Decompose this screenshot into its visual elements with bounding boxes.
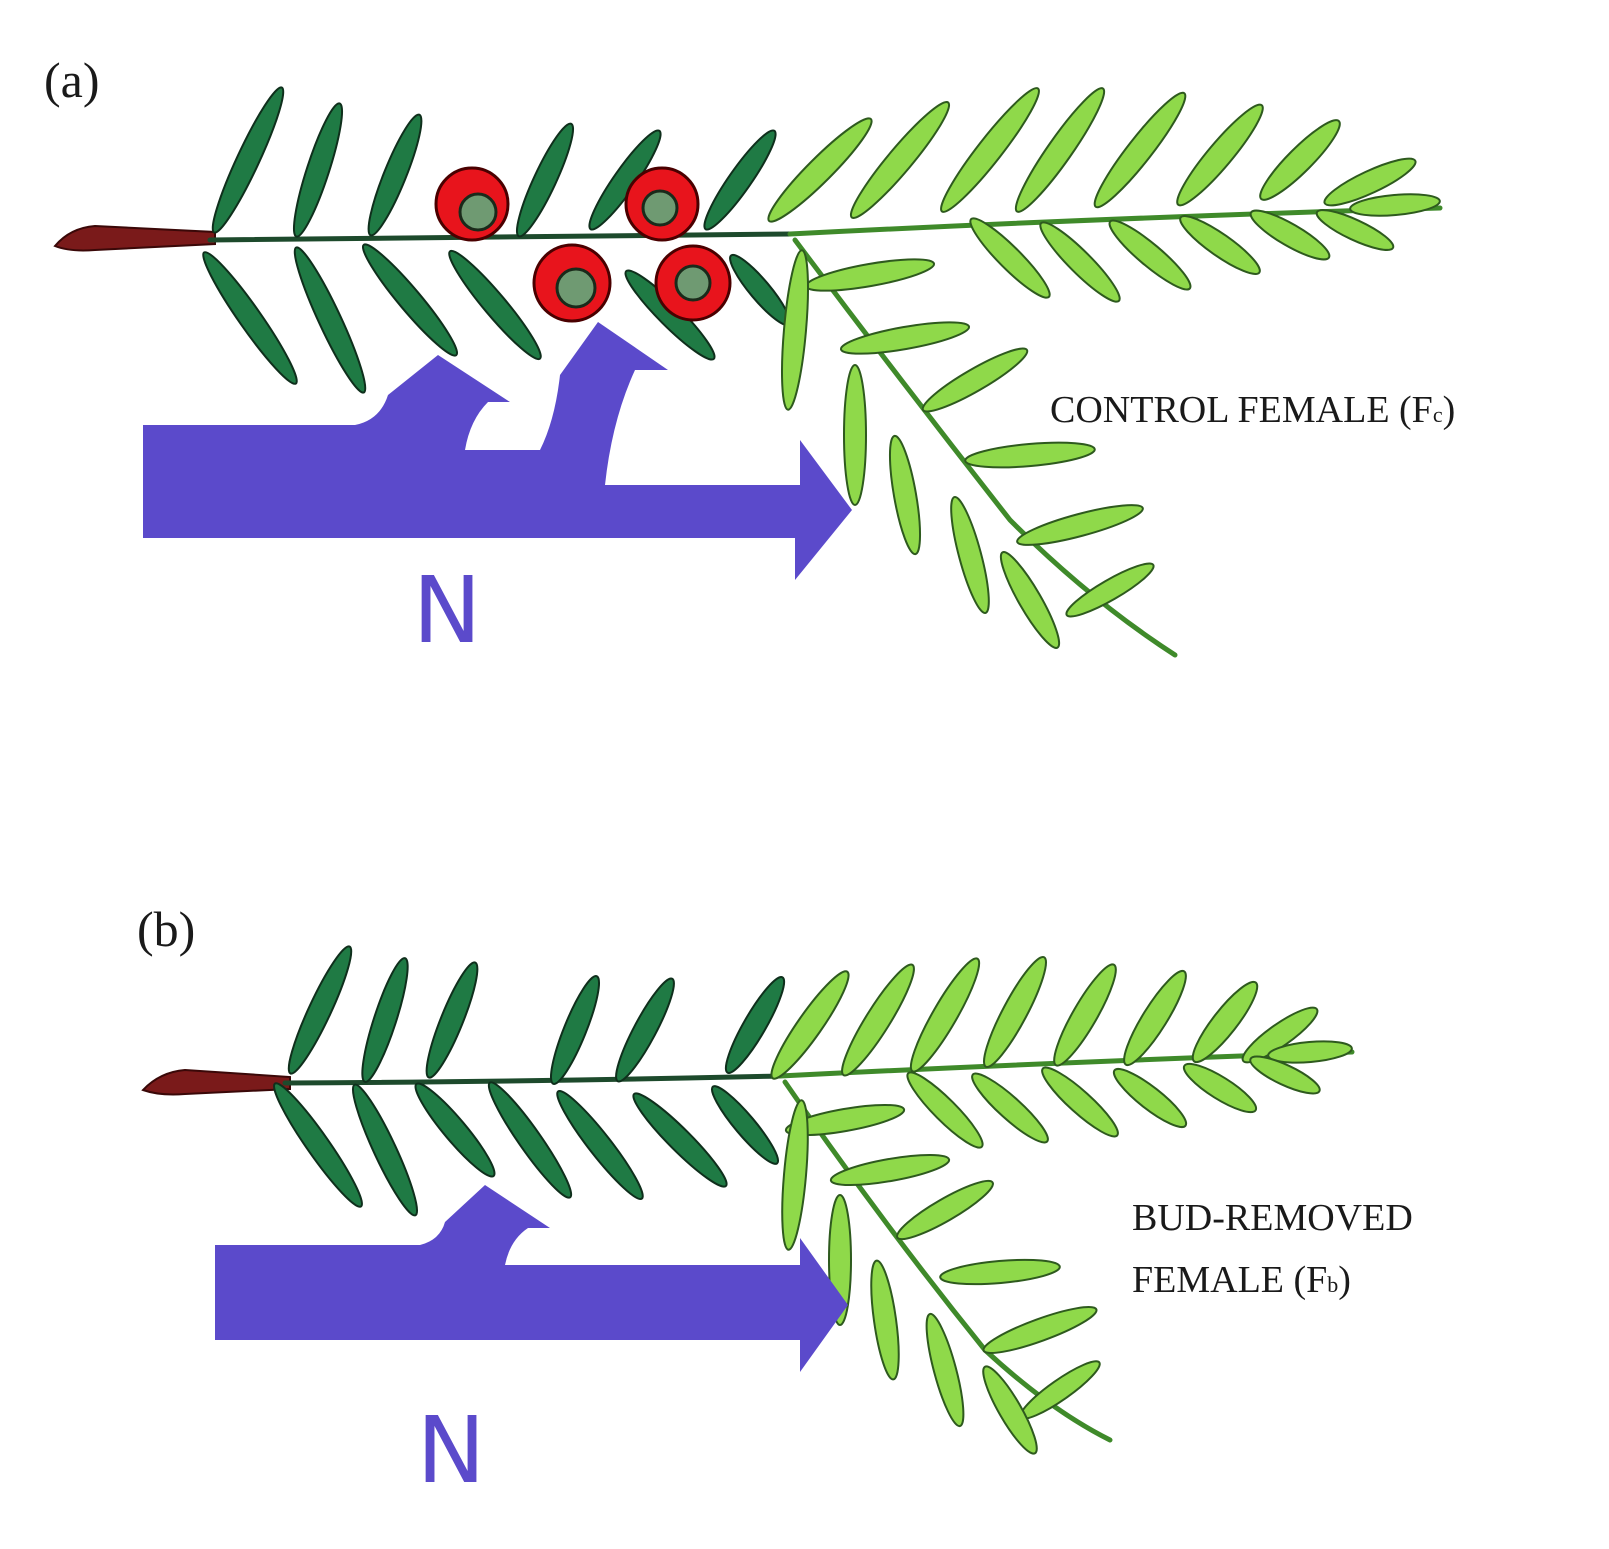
new-needles-upper — [767, 87, 1441, 223]
lateral-needles — [781, 249, 1155, 649]
fruit — [532, 243, 612, 323]
panel-b: (b) — [137, 901, 1413, 1504]
panel-b-label: (b) — [137, 901, 195, 957]
panel-a: (a) — [44, 52, 1455, 664]
lateral-shoot — [782, 1079, 1113, 1443]
twig-base — [141, 1068, 291, 1096]
nitrogen-flux-arrow-a — [143, 322, 852, 580]
main-stem-new — [787, 205, 1443, 237]
flux-label-b: N — [417, 1397, 486, 1504]
fruit — [434, 166, 510, 242]
fruits — [434, 166, 732, 323]
twig-base — [53, 224, 216, 252]
new-needles-upper — [770, 955, 1353, 1080]
old-needles-upper — [211, 86, 777, 238]
flux-label-a: N — [413, 557, 482, 664]
lateral-shoot — [792, 237, 1178, 658]
lateral-needles — [781, 1099, 1101, 1455]
condition-label-a: CONTROL FEMALE (Fc) — [1050, 389, 1455, 431]
fruit — [624, 166, 700, 242]
new-needles-lower — [906, 1055, 1321, 1149]
panel-a-branch — [53, 86, 1443, 658]
condition-label-b-line1: BUD-REMOVED — [1132, 1197, 1413, 1239]
main-stem-old — [282, 1073, 783, 1086]
old-needles-lower — [273, 1081, 780, 1217]
old-needles-lower — [202, 243, 791, 394]
panel-a-label: (a) — [44, 52, 100, 108]
main-stem-old — [207, 231, 793, 243]
old-needles-upper — [287, 945, 786, 1085]
nitrogen-flux-arrow-b — [215, 1185, 848, 1372]
condition-label-b-line2: FEMALE (Fb) — [1132, 1259, 1351, 1301]
panel-b-branch — [141, 945, 1355, 1455]
fruit — [654, 244, 732, 322]
new-needles-lower — [969, 209, 1395, 303]
